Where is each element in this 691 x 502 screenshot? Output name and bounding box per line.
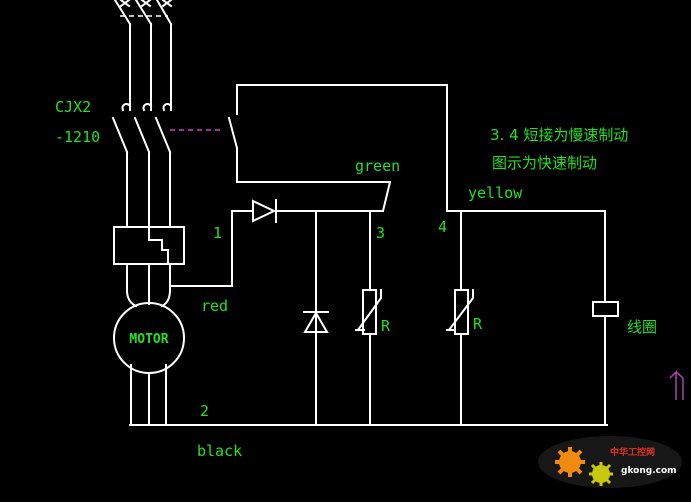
note-line-1: 3. 4 短接为慢速制动	[490, 126, 628, 144]
gear-icon	[555, 447, 585, 477]
green-wire-label: green	[355, 157, 400, 175]
contactor-model-label: CJX2	[55, 98, 91, 116]
freewheel-diode	[303, 311, 329, 333]
contactor-rating-label: -1210	[55, 128, 100, 146]
motor-label: MOTOR	[129, 332, 168, 347]
resistor-1	[355, 289, 382, 335]
motor: MOTOR	[113, 302, 185, 374]
terminal-1-label: 1	[213, 224, 222, 242]
series-diode	[252, 199, 277, 223]
arrow-up-icon	[669, 370, 684, 400]
contactor-main-contacts	[111, 103, 173, 227]
watermark-domain: gkong.com	[621, 466, 677, 476]
yellow-wire-label: yellow	[468, 184, 523, 202]
resistor-1-label: R	[381, 317, 391, 335]
thermal-overload-relay	[113, 226, 185, 265]
motor-feeders	[126, 263, 171, 308]
terminal-2-label: 2	[200, 402, 209, 420]
gear-icon-small	[589, 462, 613, 486]
resistor-2-label: R	[473, 315, 483, 333]
motor-output-leads	[130, 364, 167, 426]
brake-coil	[592, 301, 619, 317]
note-line-2: 图示为快速制动	[492, 154, 597, 172]
terminal-4-label: 4	[438, 218, 447, 236]
terminal-3-label: 3	[376, 224, 385, 242]
resistor-2	[446, 289, 474, 335]
gkong-watermark: 中华工控网 gkong.com	[538, 436, 682, 488]
supply-lines	[113, 0, 173, 111]
watermark-brand: 中华工控网	[610, 446, 655, 458]
black-wire-label: black	[197, 442, 242, 460]
auxiliary-contact	[227, 84, 239, 183]
red-wire-label: red	[201, 297, 228, 315]
coil-label: 线圈	[627, 318, 657, 336]
brake-circuit-wiring	[129, 84, 608, 426]
